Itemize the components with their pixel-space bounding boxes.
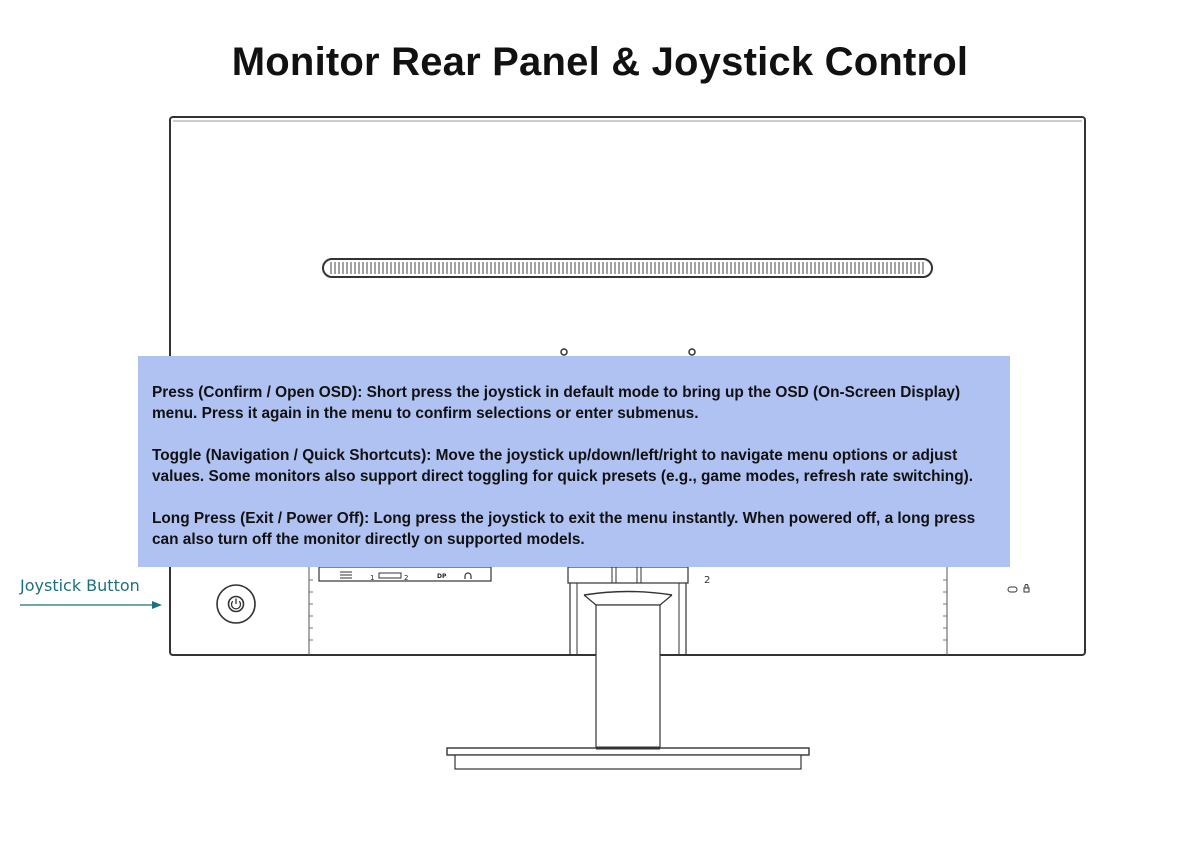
port-label-2: 2 — [404, 574, 408, 582]
headphone-icon — [464, 572, 472, 579]
port-panel — [318, 566, 492, 582]
mount-hole-right — [688, 348, 696, 356]
hdmi-port-icon — [378, 572, 402, 579]
info-long-press: Long Press (Exit / Power Off): Long pres… — [152, 510, 976, 548]
kensington-lock-icon — [1007, 584, 1030, 593]
panel-mark: 2 — [704, 575, 710, 586]
vent-grille-lines — [330, 262, 924, 274]
info-toggle: Toggle (Navigation / Quick Shortcuts): M… — [152, 447, 974, 485]
power-port-icon — [340, 571, 352, 579]
port-label-dp: DP — [437, 573, 447, 580]
power-icon — [230, 598, 242, 610]
joystick-button[interactable] — [216, 584, 256, 624]
joystick-button-callout: Joystick Button — [20, 576, 140, 595]
stand-neck — [567, 566, 689, 752]
mount-hole-left — [560, 348, 568, 356]
info-press: Press (Confirm / Open OSD): Short press … — [152, 384, 961, 422]
page-title: Monitor Rear Panel & Joystick Control — [231, 40, 969, 84]
callout-arrow — [20, 601, 162, 609]
stand-base — [446, 746, 810, 770]
joystick-info-box: Press (Confirm / Open OSD): Short press … — [138, 356, 1010, 567]
port-label-1: 1 — [370, 574, 374, 582]
panel-ticks-right — [943, 579, 947, 641]
panel-ticks-left — [309, 579, 313, 641]
